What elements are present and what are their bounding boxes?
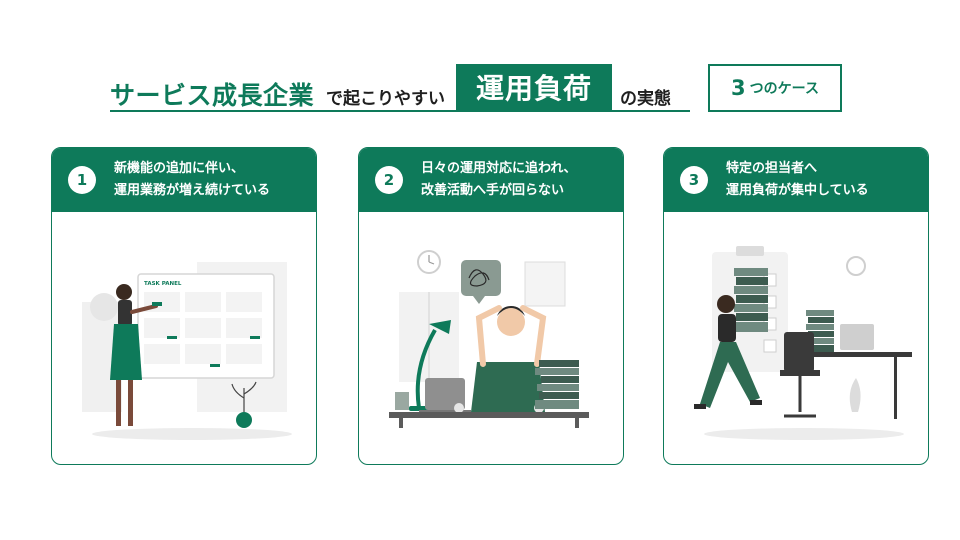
case-heading-line1: 特定の担当者へ: [726, 161, 818, 176]
clock-icon: [846, 256, 866, 276]
paper-stack-icon: [806, 310, 834, 352]
title-underline: [110, 62, 690, 112]
case-heading-line2: 運用業務が増え続けている: [114, 183, 271, 198]
title-highlight: 運用負荷: [456, 64, 612, 110]
case-card-header: 1 新機能の追加に伴い、 運用業務が増え続けている: [52, 148, 316, 212]
title-mid: で起こりやすい: [326, 89, 445, 109]
case-heading-line2: 改善活動へ手が回らない: [421, 183, 565, 198]
task-panel: TASK PANEL: [137, 273, 275, 379]
office-chair-icon: [780, 332, 820, 418]
laptop-icon: [419, 378, 471, 413]
woman-at-task-panel-illustration: TASK PANEL: [52, 212, 316, 464]
case-count-label: つのケース: [749, 81, 819, 97]
clock-icon: [417, 250, 441, 274]
case-card-1: 1 新機能の追加に伴い、 運用業務が増え続けている TASK PANEL: [51, 147, 317, 465]
case-number-badge: 1: [68, 166, 96, 194]
book-stack-icon: [535, 360, 579, 409]
woman-figure: [110, 284, 162, 426]
case-heading-line1: 新機能の追加に伴い、: [114, 161, 245, 176]
case-heading: 日々の運用対応に追われ、 改善活動へ手が回らない: [421, 158, 576, 202]
case-card-header: 3 特定の担当者へ 運用負荷が集中している: [664, 148, 928, 212]
title-end: の実態: [620, 89, 671, 109]
thought-bubble-icon: [461, 260, 501, 304]
plant-icon: [231, 381, 257, 428]
case-number-badge: 2: [375, 166, 403, 194]
case-count-badge: 3 つのケース: [708, 64, 842, 112]
woman-carrying-documents-figure: [694, 268, 768, 409]
case-number-badge: 3: [680, 166, 708, 194]
title-green: サービス成長企業: [110, 81, 315, 110]
woman-carrying-documents-illustration: [664, 212, 928, 464]
case-heading-line2: 運用負荷が集中している: [726, 183, 869, 198]
task-panel-title: TASK PANEL: [144, 281, 182, 287]
case-heading-line1: 日々の運用対応に追われ、: [421, 161, 577, 176]
case-heading: 新機能の追加に伴い、 運用業務が増え続けている: [114, 158, 270, 202]
case-count-number: 3: [731, 76, 746, 100]
case-card-3: 3 特定の担当者へ 運用負荷が集中している: [663, 147, 929, 465]
case-card-header: 2 日々の運用対応に追われ、 改善活動へ手が回らない: [359, 148, 623, 212]
case-card-2: 2 日々の運用対応に追われ、 改善活動へ手が回らない: [358, 147, 624, 465]
stressed-man-figure: [471, 305, 547, 412]
page-header: サービス成長企業 で起こりやすい 運用負荷 の実態 3 つのケース: [110, 62, 850, 118]
case-heading: 特定の担当者へ 運用負荷が集中している: [726, 158, 869, 202]
stressed-man-at-desk-illustration: [359, 212, 623, 464]
